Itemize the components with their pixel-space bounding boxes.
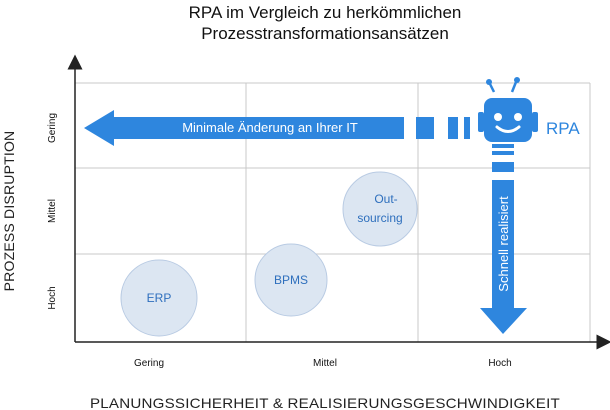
left-arrow-body: [84, 110, 404, 146]
bubble-outsourcing: Out- sourcing: [342, 171, 418, 247]
bubble-erp-circle: [120, 259, 198, 337]
bubble-erp-label: ERP: [147, 291, 172, 305]
robot-eye-left: [494, 113, 502, 121]
robot-antenna-left-tip: [486, 79, 492, 85]
left-arrow-dash-3: [464, 117, 470, 139]
down-arrow-body: [480, 180, 527, 334]
x-tick-hoch: Hoch: [488, 358, 511, 369]
down-arrow: [480, 162, 527, 334]
robot-mouth: [495, 125, 521, 133]
robot-ear-left: [478, 112, 484, 132]
bubble-outsourcing-label-line-1: Out-: [374, 192, 397, 206]
bubble-bpms: BPMS: [254, 243, 328, 317]
left-arrow-label: Minimale Änderung an Ihrer IT: [182, 120, 358, 135]
x-tick-gering: Gering: [134, 358, 164, 369]
robot-antenna-right-tip: [514, 77, 520, 83]
robot-antenna-left: [488, 83, 496, 93]
bubble-erp: ERP: [120, 259, 198, 337]
rpa-label: RPA: [546, 119, 580, 138]
bubble-outsourcing-label-line-2: sourcing: [357, 211, 402, 225]
left-arrow-dash-2: [448, 117, 458, 139]
diagram-title-line-1: RPA im Vergleich zu herkömmlichen: [189, 3, 462, 22]
left-arrow-dash-1: [416, 117, 434, 139]
bubble-bpms-circle: [254, 243, 328, 317]
y-tick-hoch: Hoch: [47, 286, 58, 309]
x-tick-mittel: Mittel: [313, 358, 337, 369]
robot-head: [484, 98, 532, 142]
x-axis-title: PLANUNGSSICHERHEIT & REALISIERUNGSGESCHW…: [90, 395, 560, 410]
bubble-bpms-label: BPMS: [274, 273, 308, 287]
robot-ear-right: [532, 112, 538, 132]
y-tick-mittel: Mittel: [47, 199, 58, 223]
left-arrow: [84, 110, 470, 146]
robot-neck-1: [492, 144, 514, 148]
y-tick-gering: Gering: [47, 113, 58, 143]
down-arrow-label: Schnell realisiert: [496, 196, 511, 292]
bubble-outsourcing-circle: [342, 171, 418, 247]
diagram-title-line-2: Prozesstransformationsansätzen: [201, 24, 449, 43]
robot-eye-right: [514, 113, 522, 121]
robot-neck-2: [492, 151, 514, 155]
robot-icon: [478, 77, 538, 155]
robot-antenna-right: [510, 81, 518, 93]
down-arrow-dash: [492, 162, 514, 172]
y-axis-title: PROZESS DISRUPTION: [1, 131, 17, 292]
